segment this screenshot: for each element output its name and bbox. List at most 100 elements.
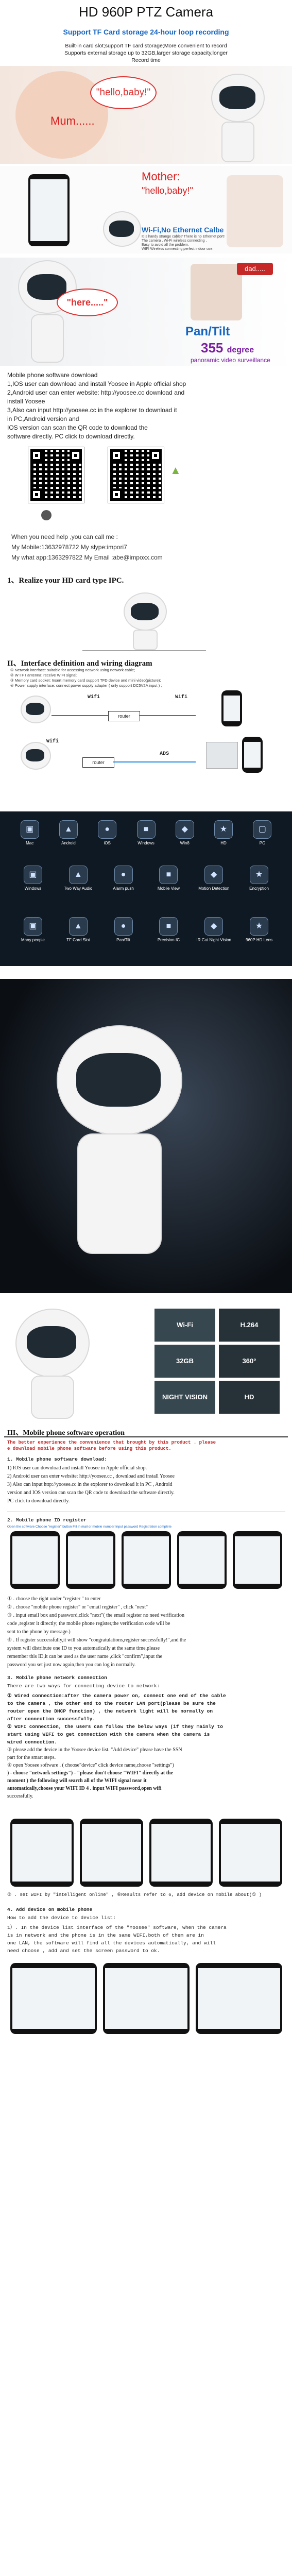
feature-icon: ◆ [204, 917, 224, 936]
spec-cell: 360° [219, 1345, 280, 1378]
feature-icon: ■ [159, 917, 178, 936]
phone-screenshot [233, 1531, 282, 1589]
feature-label: Encryption [249, 886, 269, 891]
banner-text: Support TF Card storage 24-hour loop rec… [63, 28, 229, 36]
section3-title: III、Mobile phone software operation [7, 1429, 125, 1437]
baby-photo [191, 264, 242, 320]
feature-row2-1: ▲ Two Way Audio [60, 866, 96, 891]
phone-screenshot [10, 1819, 74, 1887]
here-bubble: "here....." [57, 289, 118, 316]
phone-screenshot [66, 1531, 115, 1589]
pan-caption: panoramic video surveillance [191, 357, 270, 364]
wifi-desc: It is handy strange cable? There is no E… [142, 235, 225, 251]
router-1: router [108, 711, 140, 721]
feature-icon: ▢ [253, 820, 272, 839]
sub4-list: 1）. In the device list interface of the … [7, 1925, 227, 1954]
feature-row3-4: ◆ IR Cut Night Vision [196, 917, 232, 942]
feature-icon: ▲ [68, 866, 88, 884]
feature-label: 960P HD Lens [246, 938, 273, 942]
android-icon: ▲ [170, 464, 181, 477]
feature-icon: ▲ [59, 820, 78, 839]
phone-screenshot [149, 1819, 213, 1887]
register-caption: Open the software Choose "register" butt… [7, 1525, 171, 1529]
phone-screenshot [103, 1963, 190, 2034]
page-title: HD 960P PTZ Camera [78, 4, 214, 20]
feature-row1-1: ▲ Android [50, 820, 87, 845]
wiring-diagram-wifi: Wifi router Wifi [21, 690, 278, 732]
feature-row2-3: ■Mobile View [150, 866, 186, 891]
section3-intro: The better experience the convenience th… [7, 1440, 216, 1451]
feature-label: Two Way Audio [64, 886, 93, 891]
feature-row1-0: ▣ Mac [12, 820, 48, 845]
feature-label: Many people [21, 938, 45, 942]
phone-screenshot [10, 1531, 60, 1589]
feature-label: Android [61, 841, 76, 845]
phone-screenshot [196, 1963, 282, 2034]
hello-baby-bubble: "hello,baby!" [90, 76, 157, 109]
sub3-intro: There are two ways for connecting device… [7, 1683, 160, 1689]
feature-icon: ● [114, 866, 133, 884]
yoosee-icon [41, 510, 51, 520]
feature-label: PC [259, 841, 265, 845]
register-steps: ① . choose the right under "register " t… [7, 1596, 186, 1668]
feature-icon: ★ [250, 866, 269, 884]
feature-label: Mac [26, 841, 34, 845]
feature-icon: ◆ [175, 820, 194, 839]
spec-cell: NIGHT VISION [154, 1381, 215, 1414]
spec-cell: H.264 [219, 1309, 280, 1342]
robot-head [211, 74, 265, 122]
feature-icon: ▲ [68, 917, 88, 936]
dad-bubble: dad..... [237, 263, 273, 275]
spec-cell: HD [219, 1381, 280, 1414]
sub4-title: 4. Add device on mobile phone [7, 1907, 93, 1912]
add-device-screenshots [7, 1963, 285, 2035]
feature-row3-2: ●Pan/Tilt [106, 917, 142, 942]
feature-label: Win8 [180, 841, 190, 845]
contact-block: When you need help ,you can call me : My… [11, 533, 163, 561]
mother-photo [227, 175, 283, 247]
spec-cell: Wi-Fi [154, 1309, 215, 1342]
sub4-intro: How to add the device to device list: [7, 1915, 116, 1921]
feature-row2-4: ◆Motion Detection [196, 866, 232, 891]
pan-title: Pan/Tilt [185, 325, 230, 338]
feature-icon: ▣ [23, 866, 42, 884]
section1-title: 1、Realize your HD card type IPC. [7, 577, 124, 585]
pc-image [206, 742, 238, 769]
feature-row-1: ▣Windows▲Two Way Audio●Alarm push■Mobile… [10, 866, 282, 902]
feature-label: TF Card Slot [66, 938, 90, 942]
sub3-list: ① Wired connection:after the camera powe… [7, 1693, 226, 1799]
feature-icon: ● [98, 820, 117, 839]
feature-icon: ▣ [20, 820, 39, 839]
feature-row-2: ▣Many people ▲ TF Card Slot ●Pan/Tilt ■Preci… [10, 917, 282, 953]
feature-icon: ★ [214, 820, 233, 839]
feature-label: Alarm push [113, 886, 134, 891]
feature-label: IR Cut Night Vision [196, 938, 231, 942]
robot-body [221, 122, 254, 162]
robot-body-large [31, 314, 64, 363]
feature-icon: ◆ [204, 866, 224, 884]
register-screenshots [7, 1531, 285, 1590]
wifi-title: Wi-Fi,No Ethernet Calbe [142, 226, 224, 234]
phone-screenshot [219, 1819, 282, 1887]
feature-icon: ★ [250, 917, 269, 936]
platform-row: ▣Mac▲Android●iOS■Windows◆Win8★HD▢PC [10, 820, 282, 851]
mother-bubble: "hello,baby!" [142, 185, 193, 196]
header-line-2: Supports external storage up to 32GB,lar… [64, 50, 228, 56]
section2-title: II、Interface definition and wiring diagr… [7, 659, 152, 668]
pan-degrees: 355 degree [201, 340, 254, 355]
feature-row3-0: ▣Many people [15, 917, 51, 942]
camera-diagram [82, 592, 206, 650]
feature-row1-4: ◆ Win8 [167, 820, 203, 845]
interface-list: ① Network interface: suitable for access… [10, 668, 162, 688]
feature-row3-3: ■Precision IC [150, 917, 186, 942]
space-banner [0, 979, 292, 1293]
feature-row3-5: ★ 960P HD Lens [241, 917, 277, 942]
phone-image [28, 174, 70, 246]
feature-row1-5: ★HD [205, 820, 242, 845]
sub3-title: 3. Mobile phone network connection [7, 1675, 107, 1681]
phone-screenshot [80, 1819, 143, 1887]
feature-row3-1: ▲ TF Card Slot [60, 917, 96, 942]
small-robot-head [103, 211, 141, 247]
feature-label: iOS [104, 841, 111, 845]
